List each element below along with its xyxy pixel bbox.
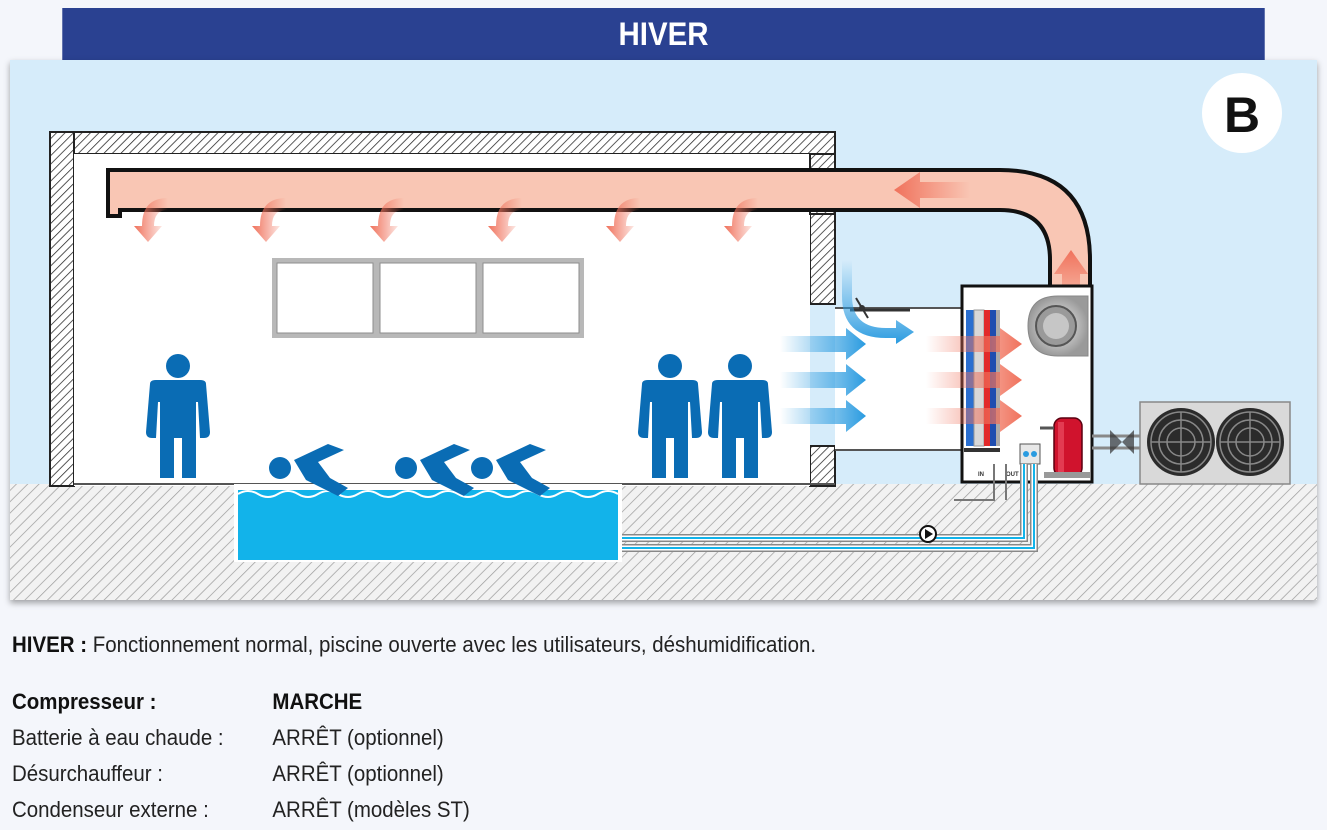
caption-text: Fonctionnement normal, piscine ouverte a… [87, 632, 817, 657]
status-value: ARRÊT (optionnel) [272, 725, 444, 750]
duct-flow-arrow [894, 172, 970, 208]
fan-blower [1027, 295, 1089, 357]
in-label: IN [978, 472, 984, 478]
status-key: Batterie à eau chaude : [12, 725, 224, 750]
status-key: Désurchauffeur : [12, 761, 163, 786]
hvac-diagram: IN OUT [10, 60, 1317, 600]
condenser-pipes [1092, 430, 1140, 454]
badge-letter: B [1224, 87, 1260, 143]
unit-drain-pipes [954, 464, 1007, 501]
status-row: Compresseur : MARCHE [12, 684, 470, 720]
outdoor-condenser [1139, 401, 1291, 485]
caption: HIVER : Fonctionnement normal, piscine o… [12, 632, 816, 658]
status-row: Batterie à eau chaude : ARRÊT (optionnel… [12, 720, 470, 756]
status-list: Compresseur : MARCHE Batterie à eau chau… [12, 684, 470, 828]
pool [234, 484, 622, 562]
heat-exchanger [1019, 443, 1041, 465]
window [272, 258, 584, 338]
title-banner: HIVER [62, 8, 1265, 60]
status-row: Désurchauffeur : ARRÊT (optionnel) [12, 756, 470, 792]
banner-title: HIVER [618, 15, 709, 52]
status-row: Condenseur externe : ARRÊT (modèles ST) [12, 792, 470, 828]
mode-badge: B [1202, 73, 1282, 153]
status-value: ARRÊT (modèles ST) [272, 797, 470, 822]
status-value: ARRÊT (optionnel) [272, 761, 444, 786]
caption-label: HIVER : [12, 632, 88, 657]
pump-icon [919, 525, 937, 543]
status-key: Condenseur externe : [12, 797, 209, 822]
return-air-arrows [780, 328, 866, 432]
warm-supply-arrows [926, 328, 1022, 432]
compressor [1040, 417, 1090, 478]
status-key: Compresseur : [12, 689, 157, 714]
status-value: MARCHE [272, 689, 363, 714]
water-pipes [622, 464, 1038, 552]
out-label: OUT [1006, 472, 1019, 478]
fresh-air-inlet [842, 260, 914, 344]
